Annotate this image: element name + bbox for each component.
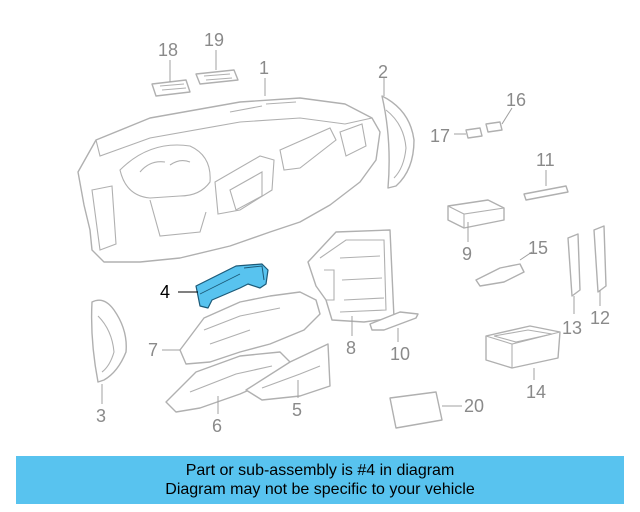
part-1-dashboard: [77, 97, 381, 263]
callout-3: 3: [96, 406, 106, 426]
part-15-bracket: [475, 263, 525, 287]
part-9-box: [447, 199, 505, 229]
part-5-lower-panel: [245, 343, 331, 401]
callout-17: 17: [430, 126, 450, 146]
callout-14: 14: [526, 382, 546, 402]
callout-19: 19: [204, 30, 224, 50]
part-4-bracket: [195, 263, 269, 309]
part-7-lower-trim: [179, 291, 321, 365]
part-8-console-housing: [307, 229, 395, 323]
part-10-trim-strip: [369, 311, 419, 331]
banner-line-2: Diagram may not be specific to your vehi…: [165, 481, 475, 498]
callout-20: 20: [464, 396, 484, 416]
callout-4: 4: [160, 282, 170, 302]
part-11-strip: [523, 185, 569, 201]
part-3-side-cover: [90, 299, 127, 383]
part-20-panel: [389, 391, 443, 429]
callout-7: 7: [148, 340, 158, 360]
callout-11: 11: [536, 150, 555, 170]
callout-9: 9: [462, 244, 472, 264]
callout-16: 16: [506, 90, 526, 110]
part-2-end-panel: [381, 95, 415, 189]
callout-6: 6: [212, 416, 222, 436]
part-13-pillar-trim: [567, 233, 581, 297]
part-19-vent: [195, 69, 239, 85]
callout-2: 2: [378, 62, 388, 82]
callout-13: 13: [562, 318, 582, 338]
part-14-storage-box: [485, 325, 561, 369]
part-17-switch: [465, 127, 483, 139]
info-banner: Part or sub-assembly is #4 in diagram Di…: [16, 456, 624, 504]
callout-10: 10: [390, 344, 410, 364]
part-18-vent: [151, 79, 191, 97]
parts-diagram: 1 2 3 4 5 6 7 8 9 10 11 12 13 14 15 16 1…: [77, 30, 610, 436]
banner-line-1: Part or sub-assembly is #4 in diagram: [185, 462, 455, 479]
part-12-pillar-trim: [593, 225, 607, 293]
callout-15: 15: [528, 238, 548, 258]
part-16-switch: [485, 121, 503, 133]
callout-8: 8: [346, 338, 356, 358]
callout-12: 12: [590, 308, 610, 328]
callout-1: 1: [259, 58, 269, 78]
leader-lines: [101, 50, 601, 414]
callout-labels: 1 2 3 4 5 6 7 8 9 10 11 12 13 14 15 16 1…: [96, 30, 610, 436]
callout-5: 5: [292, 400, 302, 420]
callout-18: 18: [158, 40, 178, 60]
